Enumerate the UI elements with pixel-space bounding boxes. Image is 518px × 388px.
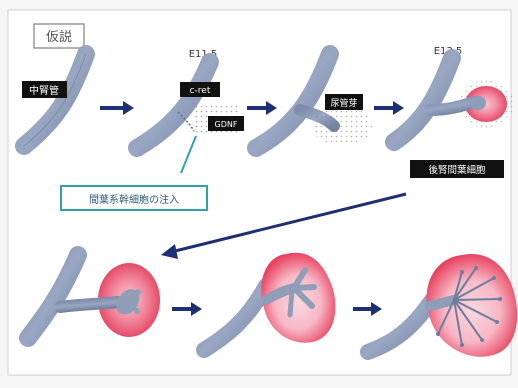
label-metanephric-mesenchyme: 後腎間葉細胞 [428, 164, 486, 176]
label-mesonephric-duct: 中腎管 [29, 84, 59, 97]
title-box: 仮説 [34, 24, 84, 48]
label-c-ret: c-ret [190, 86, 211, 96]
page-title: 仮説 [46, 29, 72, 45]
label-mesenchymal-stem-cell-injection: 間葉系幹細胞の注入 [89, 193, 179, 206]
label-ureteric-bud: 尿管芽 [330, 97, 357, 109]
label-gdnf: GDNF [215, 120, 238, 129]
